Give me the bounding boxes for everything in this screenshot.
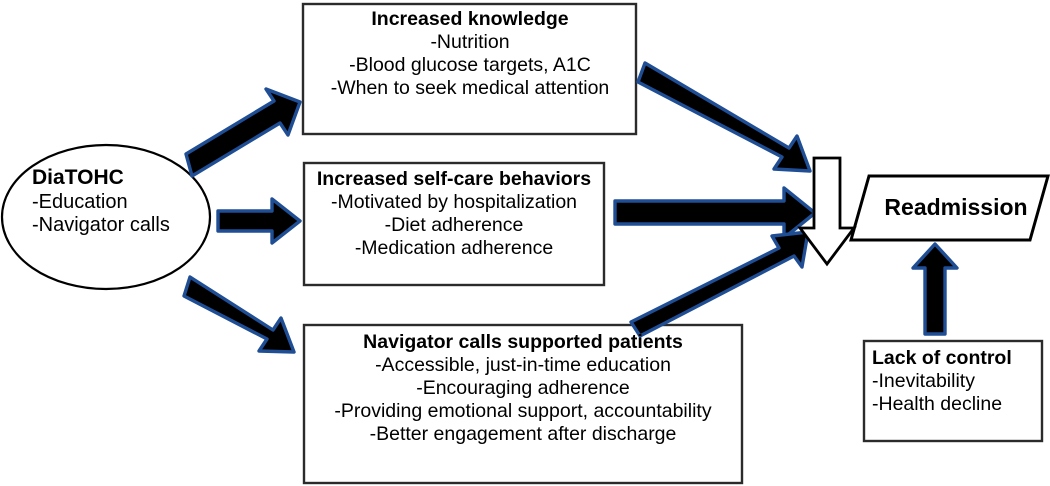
arrow-intervention-to-selfcare	[216, 197, 302, 245]
node-navigator-shape	[302, 323, 744, 485]
arrow-navigator-to-readmission	[629, 230, 810, 338]
node-knowledge-shape	[301, 2, 638, 136]
node-selfcare-shape	[302, 161, 606, 287]
node-readmission-shape	[849, 174, 1050, 242]
arrow-lack-of-control-to-readmission	[911, 242, 959, 336]
node-intervention-shape	[0, 143, 212, 291]
arrow-intervention-to-navigator	[182, 275, 296, 354]
arrow-knowledge-to-readmission	[636, 61, 812, 173]
arrow-intervention-to-knowledge	[184, 87, 302, 178]
arrow-readmission-decrease-icon	[797, 156, 857, 267]
node-lack-of-control-shape	[862, 339, 1044, 443]
arrow-selfcare-to-readmission	[613, 186, 817, 240]
